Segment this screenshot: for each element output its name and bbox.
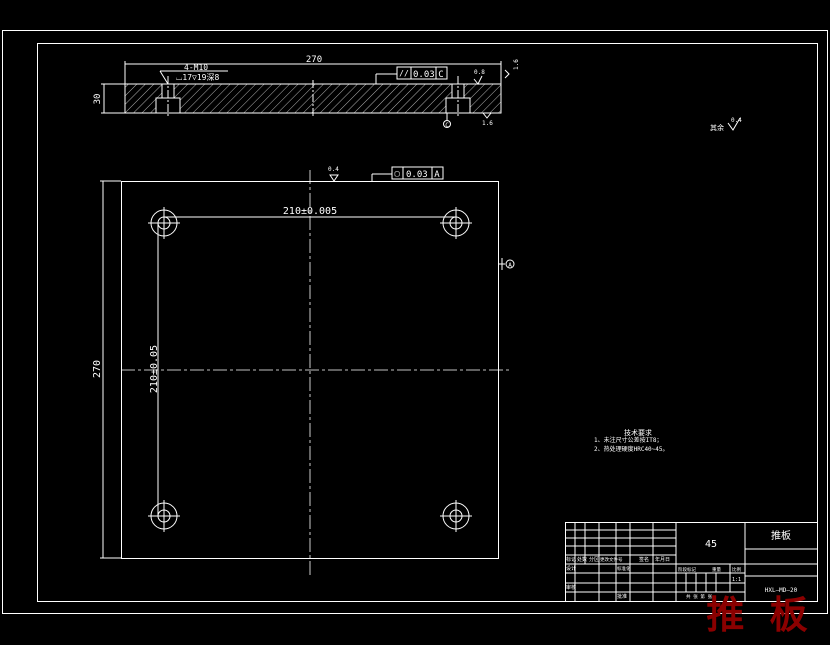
top-tolerance-datum: A — [434, 170, 440, 180]
tb-row-mark: 标记 — [566, 556, 576, 563]
other-roughness-value: 0.4 — [731, 117, 742, 124]
tb-scale-value: 1:1 — [732, 577, 741, 583]
tb-label-approve: 批准 — [617, 593, 627, 600]
tb-part-name: 推板 — [771, 529, 791, 542]
top-roughness: 0.4 — [328, 166, 339, 173]
tb-material: 45 — [705, 539, 717, 550]
side-tolerance-datum: C — [438, 70, 443, 80]
technical-notes: 技术要求 1、未注尺寸公差按IT8； 2、热处理硬度HRC40~45。 — [594, 428, 669, 453]
top-height-dim: 270 — [92, 360, 103, 378]
inner-frame — [37, 43, 818, 602]
hole-spacing-vertical: 210±0.05 — [149, 345, 160, 393]
roughness-bottom: 1.6 — [482, 120, 493, 127]
tb-scale-label: 比例 — [732, 566, 741, 573]
tb-weight-label: 重量 — [712, 566, 721, 573]
top-datum-label: A — [508, 262, 512, 269]
hole-callout-thread: 4-M10 — [184, 63, 208, 72]
hole-bottom-left — [148, 500, 180, 532]
hole-spacing-horizontal: 210±0.005 — [283, 206, 337, 217]
other-roughness: 其余 0.4 — [710, 117, 742, 132]
notes-line-1: 1、未注尺寸公差按IT8； — [594, 436, 662, 444]
other-roughness-label: 其余 — [710, 123, 724, 132]
side-datum-label: C — [445, 122, 449, 129]
side-width-dim: 270 — [306, 55, 322, 65]
tb-stage-label: 阶段标记 — [678, 566, 696, 573]
tb-sheet-text: 共 张 第 张 — [686, 593, 713, 600]
roughness-right: 1.6 — [513, 59, 520, 70]
tb-label-standard: 标准化 — [617, 565, 631, 572]
notes-title: 技术要求 — [624, 428, 652, 437]
roughness-top: 0.8 — [474, 69, 485, 76]
top-tolerance-symbol: ▢ — [395, 169, 400, 178]
hole-callout-counterbore: ⌴17▽19深8 — [176, 73, 219, 82]
watermark-text: 推 板 — [706, 592, 813, 637]
side-tolerance-value: 0.03 — [413, 70, 435, 80]
outer-frame — [2, 30, 828, 614]
top-view: 210±0.005 210±0.05 270 0.4 ▢ 0.03 A A — [92, 166, 515, 575]
tb-row-change-doc: 更改文件号 — [600, 556, 623, 563]
tb-row-sign: 签名 — [639, 556, 649, 563]
side-height-dim: 30 — [93, 94, 103, 105]
tb-row-date: 年月日 — [655, 556, 670, 563]
tb-row-count: 处数 — [577, 556, 587, 563]
title-block: 标记 处数 分区 更改文件号 签名 年月日 设计 标准化 审核 批准 阶段标记 … — [565, 522, 818, 602]
side-tolerance-symbol: // — [399, 69, 409, 78]
tb-label-check: 审核 — [566, 584, 576, 591]
hole-top-right — [440, 207, 472, 239]
side-view: 270 30 4-M10 ⌴17▽19深8 // 0.03 C C 0.8 1.… — [93, 55, 520, 129]
tb-row-zone: 分区 — [589, 556, 599, 563]
top-tolerance-value: 0.03 — [406, 170, 428, 180]
hole-top-left — [148, 207, 180, 239]
tb-drawing-number: HXL—MD—20 — [765, 587, 798, 594]
hole-bottom-right — [440, 500, 472, 532]
tb-label-design: 设计 — [566, 565, 576, 572]
notes-line-2: 2、热处理硬度HRC40~45。 — [594, 445, 669, 453]
